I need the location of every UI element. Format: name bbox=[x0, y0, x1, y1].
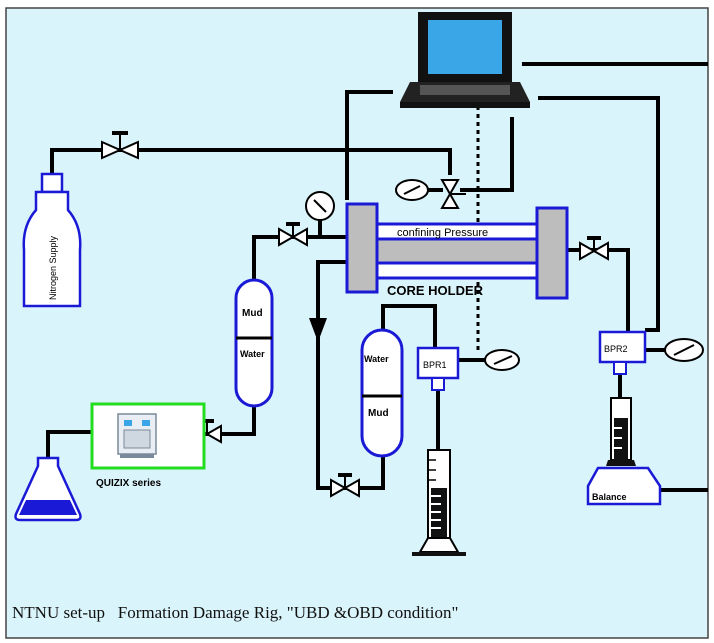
bpr1-gauge bbox=[484, 349, 520, 371]
piping bbox=[46, 62, 708, 492]
bpr2-gauge bbox=[664, 338, 704, 362]
core-holder-right-cap bbox=[535, 206, 569, 300]
figure-caption: NTNU set-up Formation Damage Rig, "UBD &… bbox=[12, 603, 459, 622]
background-panel bbox=[5, 7, 709, 639]
core-holder-left-cap bbox=[345, 202, 379, 294]
quizix-label: QUIZIX series bbox=[96, 478, 161, 489]
core-sample bbox=[375, 237, 539, 265]
laptop-front bbox=[400, 102, 530, 108]
flow-arrow bbox=[309, 318, 327, 342]
vessel-to-bpr1-line bbox=[381, 304, 437, 348]
left-vessel-water-label: Water bbox=[240, 349, 265, 359]
pressure-gauges bbox=[305, 179, 704, 371]
nitrogen-line bbox=[50, 148, 452, 176]
nitrogen-valve bbox=[101, 131, 139, 160]
confining-gauge bbox=[395, 179, 429, 201]
laptop-screen bbox=[428, 20, 502, 74]
confining-pressure-label: confining Pressure bbox=[397, 227, 488, 239]
right-vessel-mud-label: Mud bbox=[368, 408, 389, 419]
right-vessel bbox=[360, 328, 404, 458]
left-vessel bbox=[234, 278, 274, 408]
core-holder bbox=[345, 202, 569, 300]
flask bbox=[14, 456, 82, 522]
nitrogen-bottle bbox=[22, 172, 82, 308]
core-holder-label: CORE HOLDER bbox=[387, 283, 484, 298]
graduated-cylinder-left bbox=[412, 449, 466, 556]
inlet-gauge bbox=[305, 191, 335, 221]
laptop bbox=[400, 12, 530, 108]
balance-label: Balance bbox=[592, 492, 627, 502]
laptop-bpr2-line bbox=[538, 96, 660, 332]
nitrogen-supply-label: Nitrogen Supply bbox=[48, 235, 58, 300]
valves bbox=[101, 131, 609, 498]
bpr1 bbox=[416, 346, 460, 391]
confining-valve bbox=[440, 179, 466, 209]
inlet-valve bbox=[278, 222, 308, 247]
loop-line bbox=[316, 260, 385, 490]
outlet-valve bbox=[579, 236, 609, 261]
bpr1-label: BPR1 bbox=[423, 360, 447, 370]
left-vessel-mud-label: Mud bbox=[242, 308, 263, 319]
laptop-to-coreholder-line bbox=[345, 90, 393, 200]
right-vessel-water-label: Water bbox=[364, 354, 389, 364]
flask-tube bbox=[46, 430, 92, 458]
graduated-cylinder-right bbox=[610, 397, 632, 461]
balance bbox=[586, 460, 662, 506]
laptop-keyboard bbox=[420, 85, 510, 95]
loop-valve bbox=[330, 473, 360, 498]
inlet-line bbox=[252, 235, 347, 282]
bpr2-label: BPR2 bbox=[604, 344, 628, 354]
bpr2 bbox=[598, 330, 647, 375]
quizix-pump bbox=[90, 402, 206, 470]
